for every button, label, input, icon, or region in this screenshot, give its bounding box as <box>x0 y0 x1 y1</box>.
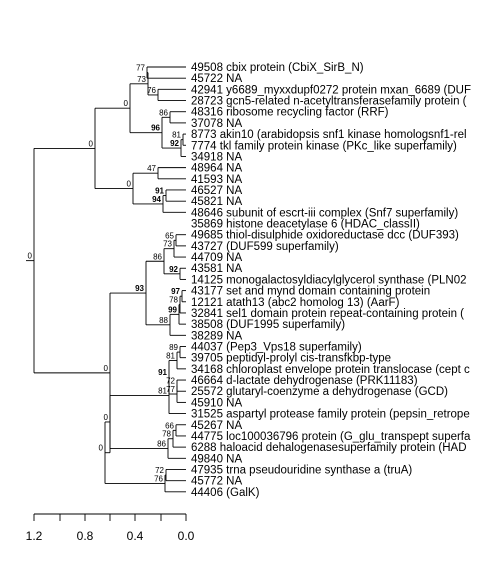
support-value: 0 <box>104 413 109 422</box>
support-value: 76 <box>147 86 156 95</box>
support-value: 78 <box>162 430 171 439</box>
support-value: 93 <box>135 284 144 293</box>
leaf-label: 25572 glutaryl-coenzyme a dehydrogenase … <box>191 386 448 398</box>
leaf-label: 34168 chloroplast envelope protein trans… <box>191 364 470 376</box>
leaf-label: 34918 NA <box>191 151 242 163</box>
leaf-label: 38508 (DUF1995 superfamily) <box>191 319 345 331</box>
leaf-label: 41593 NA <box>191 174 242 186</box>
leaf-label: 8773 akin10 (arabidopsis snf1 kinase hom… <box>191 129 467 141</box>
leaf-label: 49685 thiol-disulphide oxidoreductase dc… <box>191 230 459 242</box>
support-value: 65 <box>165 231 174 240</box>
leaf-label: 38289 NA <box>191 330 242 342</box>
support-value: 47 <box>147 164 156 173</box>
leaf-labels: 49508 cbix protein (CbiX_SirB_N)45722 NA… <box>191 62 471 499</box>
leaf-label: 45821 NA <box>191 196 242 208</box>
support-value: 0 <box>127 180 132 189</box>
support-value: 0 <box>99 444 104 453</box>
scale-tick-label: 1.2 <box>26 529 43 543</box>
leaf-label: 46664 d-lactate dehydrogenase (PRK11183) <box>191 375 418 387</box>
support-value: 78 <box>169 296 178 305</box>
leaf-label: 7774 tkl family protein kinase (PKc_like… <box>191 140 457 152</box>
support-values: 7773768681929604791940065738692977899889… <box>28 64 182 484</box>
support-value: 94 <box>152 195 161 204</box>
leaf-label: 32841 sel1 domain protein repeat-contain… <box>191 308 464 320</box>
leaf-label: 49840 NA <box>191 453 242 465</box>
leaf-label: 43581 NA <box>191 263 242 275</box>
leaf-label: 48964 NA <box>191 163 242 175</box>
support-value: 91 <box>158 368 167 377</box>
support-value: 86 <box>157 440 166 449</box>
support-value: 76 <box>154 474 163 483</box>
support-value: 86 <box>153 252 162 261</box>
scale-tick-label: 0.0 <box>178 529 195 543</box>
leaf-label: 48316 ribosome recycling factor (RRF) <box>191 107 389 119</box>
leaf-label: 45910 NA <box>191 397 242 409</box>
support-value: 0 <box>89 139 94 148</box>
leaf-label: 45267 NA <box>191 420 242 432</box>
support-value: 86 <box>159 108 168 117</box>
leaf-label: 43727 (DUF599 superfamily) <box>191 241 339 253</box>
support-value: 0 <box>104 364 109 373</box>
support-value: 77 <box>166 385 175 394</box>
support-value: 92 <box>170 139 179 148</box>
support-value: 92 <box>169 265 178 274</box>
leaf-label: 37078 NA <box>191 118 242 130</box>
leaf-label: 45722 NA <box>191 73 242 85</box>
leaf-label: 44709 NA <box>191 252 242 264</box>
scale-tick-label: 0.4 <box>127 529 144 543</box>
scale-tick-label: 0.8 <box>77 529 94 543</box>
support-value: 81 <box>158 386 167 395</box>
tree-branches <box>26 66 186 493</box>
support-value: 0 <box>28 252 33 261</box>
support-value: 81 <box>166 351 175 360</box>
leaf-label: 45772 NA <box>191 476 242 488</box>
leaf-label: 44406 (GalK) <box>191 487 260 499</box>
leaf-label: 35869 histone deacetylase 6 (HDAC_classI… <box>191 219 420 231</box>
leaf-label: 47935 trna pseudouridine synthase a (tru… <box>191 464 412 476</box>
leaf-label: 12121 atath13 (abc2 homolog 13) (AarF) <box>191 297 400 309</box>
leaf-label: 44037 (Pep3_Vps18 superfamily) <box>191 342 362 354</box>
support-value: 73 <box>163 240 172 249</box>
support-value: 88 <box>159 316 168 325</box>
support-value: 97 <box>171 287 180 296</box>
support-value: 72 <box>155 466 164 475</box>
leaf-label: 46527 NA <box>191 185 242 197</box>
support-value: 72 <box>166 377 175 386</box>
leaf-label: 6288 haloacid dehalogenasesuperfamily pr… <box>191 442 467 454</box>
support-value: 96 <box>151 124 160 133</box>
support-value: 66 <box>165 421 174 430</box>
leaf-label: 43177 set and mynd domain containing pro… <box>191 286 430 298</box>
leaf-label: 14125 monogalactosyldiacylglycerol synth… <box>191 274 467 286</box>
scale-bar: 1.2 0.8 0.4 0.0 <box>26 513 195 543</box>
support-value: 73 <box>137 75 146 84</box>
support-value: 81 <box>172 131 181 140</box>
leaf-label: 49508 cbix protein (CbiX_SirB_N) <box>191 62 364 74</box>
leaf-label: 28723 gcn5-related n-acetyltransferasefa… <box>191 96 467 108</box>
support-value: 99 <box>168 305 177 314</box>
support-value: 89 <box>169 343 178 352</box>
support-value: 91 <box>155 187 164 196</box>
leaf-label: 48646 subunit of escrt-iii complex (Snf7… <box>191 207 458 219</box>
support-value: 0 <box>124 99 129 108</box>
leaf-label: 44775 loc100036796 protein (G_glu_transp… <box>191 431 471 443</box>
leaf-label: 31525 aspartyl protease family protein (… <box>191 409 470 421</box>
leaf-label: 39705 peptidyl-prolyl cis-transfkbp-type <box>191 353 391 365</box>
support-value: 77 <box>136 64 145 73</box>
leaf-label: 42941 y6689_myxxdupf0272 protein mxan_66… <box>191 84 471 96</box>
